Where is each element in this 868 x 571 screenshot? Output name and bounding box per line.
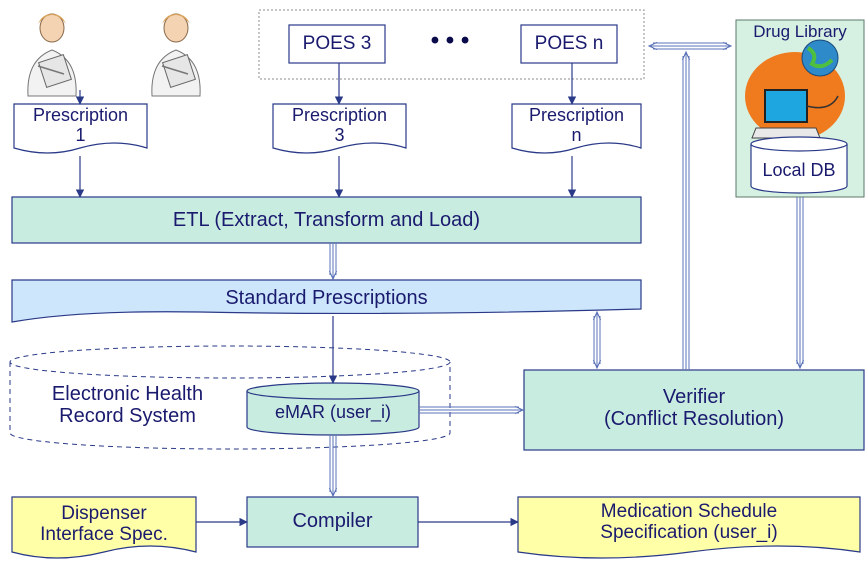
clinician-icon — [151, 13, 201, 97]
standard-prescriptions-box — [11, 279, 642, 323]
standard-prescriptions-label: Standard Prescriptions — [225, 287, 428, 309]
verifier-label: Verifier (Conflict Resolution) — [603, 386, 785, 431]
clinician-icon — [27, 13, 77, 97]
poes-3-label: POES 3 — [302, 33, 372, 54]
local-db-label: Local DB — [762, 160, 836, 180]
local-db-cylinder — [750, 136, 848, 194]
drug-library-title: Drug Library — [753, 22, 847, 41]
medication-schedule-label: Medication Schedule Specification (user_… — [600, 501, 778, 544]
verifier-box — [523, 369, 865, 451]
double-line-arrows — [330, 43, 803, 496]
prescription-n-label: Prescription n — [528, 105, 625, 146]
connector-arrows — [75, 63, 577, 527]
dispenser-spec-doc — [11, 496, 197, 559]
poes-ellipsis: • • • — [430, 27, 470, 54]
medication-schedule-doc — [517, 496, 861, 559]
etl-box — [11, 196, 642, 244]
prescription-1-doc — [13, 103, 148, 154]
ehr-system-label: Electronic Health Record System — [51, 383, 204, 428]
prescription-3-doc — [272, 103, 407, 154]
prescription-1-label: Prescription 1 — [32, 105, 129, 146]
compiler-label: Compiler — [292, 510, 373, 532]
emar-label: eMAR (user_i) — [274, 402, 392, 422]
etl-label: ETL (Extract, Transform and Load) — [172, 209, 481, 231]
prescription-n-doc — [511, 103, 642, 154]
poes-3-box — [288, 24, 386, 64]
prescription-3-label: Prescription 3 — [291, 105, 388, 146]
globe-computer-icon — [745, 39, 845, 140]
dispenser-spec-label: Dispenser Interface Spec. — [40, 503, 168, 546]
emar-cylinder — [246, 382, 420, 436]
poes-n-label: POES n — [534, 33, 604, 54]
poes-n-box — [520, 24, 618, 64]
